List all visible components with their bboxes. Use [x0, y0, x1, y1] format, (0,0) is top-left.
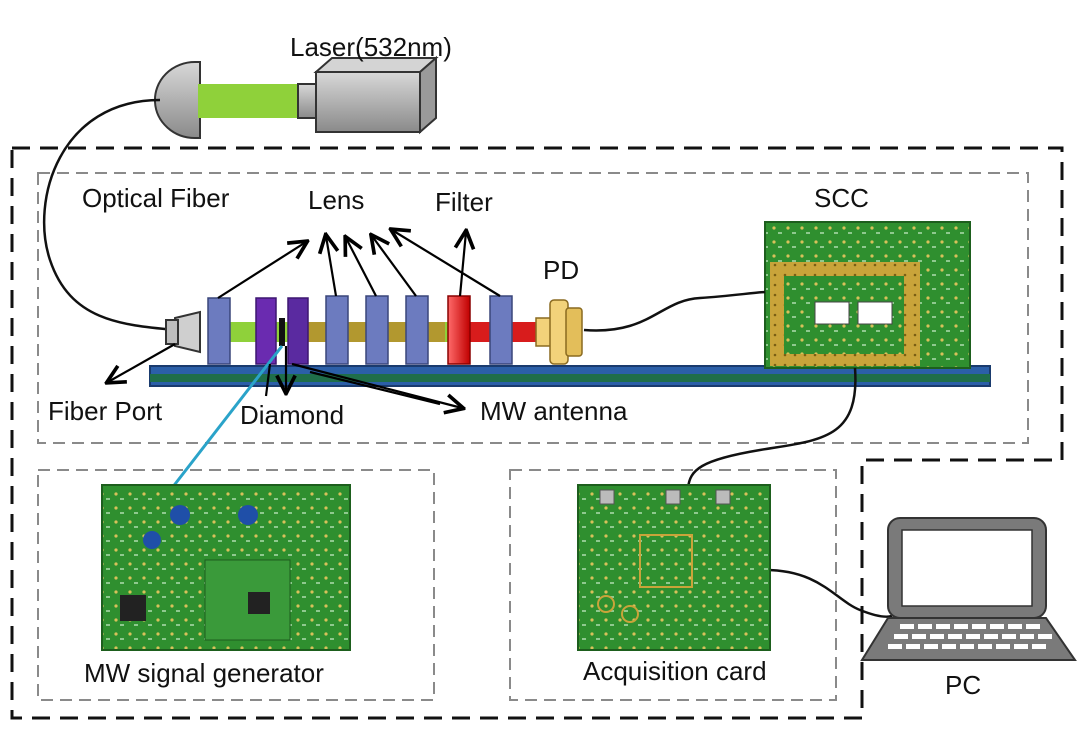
lens-2 — [325, 295, 349, 365]
lens-4 — [405, 295, 429, 365]
pd-label: PD — [543, 255, 580, 285]
lens-3 — [365, 295, 389, 365]
acquisition-card-board — [577, 484, 771, 651]
laser-beam — [198, 84, 300, 118]
optical-fiber-label: Optical Fiber — [82, 183, 230, 213]
mw-antenna-label: MW antenna — [480, 396, 628, 426]
mw-signal-generator-label: MW signal generator — [84, 658, 324, 688]
mw-generator-board — [101, 484, 351, 651]
system-enclosure — [10, 146, 1064, 720]
lens-5 — [489, 295, 513, 365]
diamond — [279, 318, 285, 346]
diamond-label: Diamond — [240, 400, 345, 430]
lens-label: Lens — [308, 185, 365, 215]
pd-to-scc-wire — [583, 290, 766, 332]
fiber-port — [165, 310, 201, 354]
scc-label: SCC — [814, 183, 869, 213]
scc-to-acq-wire — [686, 367, 857, 489]
acq-to-pc-wire — [764, 568, 893, 618]
mw-cable — [170, 345, 284, 489]
pc-laptop-icon — [860, 517, 1077, 661]
scc-board — [764, 221, 971, 369]
pc-label: PC — [945, 670, 982, 700]
photodiode — [535, 299, 583, 365]
optical-fiber — [42, 98, 176, 332]
lens-1 — [207, 297, 231, 365]
fiber-port-label: Fiber Port — [48, 396, 163, 426]
mw-generator-box — [37, 469, 435, 701]
diamond-plate-2 — [287, 297, 309, 365]
laser-source — [153, 55, 439, 140]
optical-module-box — [37, 172, 1029, 444]
diamond-plate-1 — [255, 297, 277, 365]
laser-label: Laser(532nm) — [290, 32, 452, 62]
acquisition-box — [509, 469, 837, 701]
filter-label: Filter — [435, 187, 493, 217]
filter — [447, 295, 471, 365]
acquisition-card-label: Acquisition card — [583, 656, 767, 686]
